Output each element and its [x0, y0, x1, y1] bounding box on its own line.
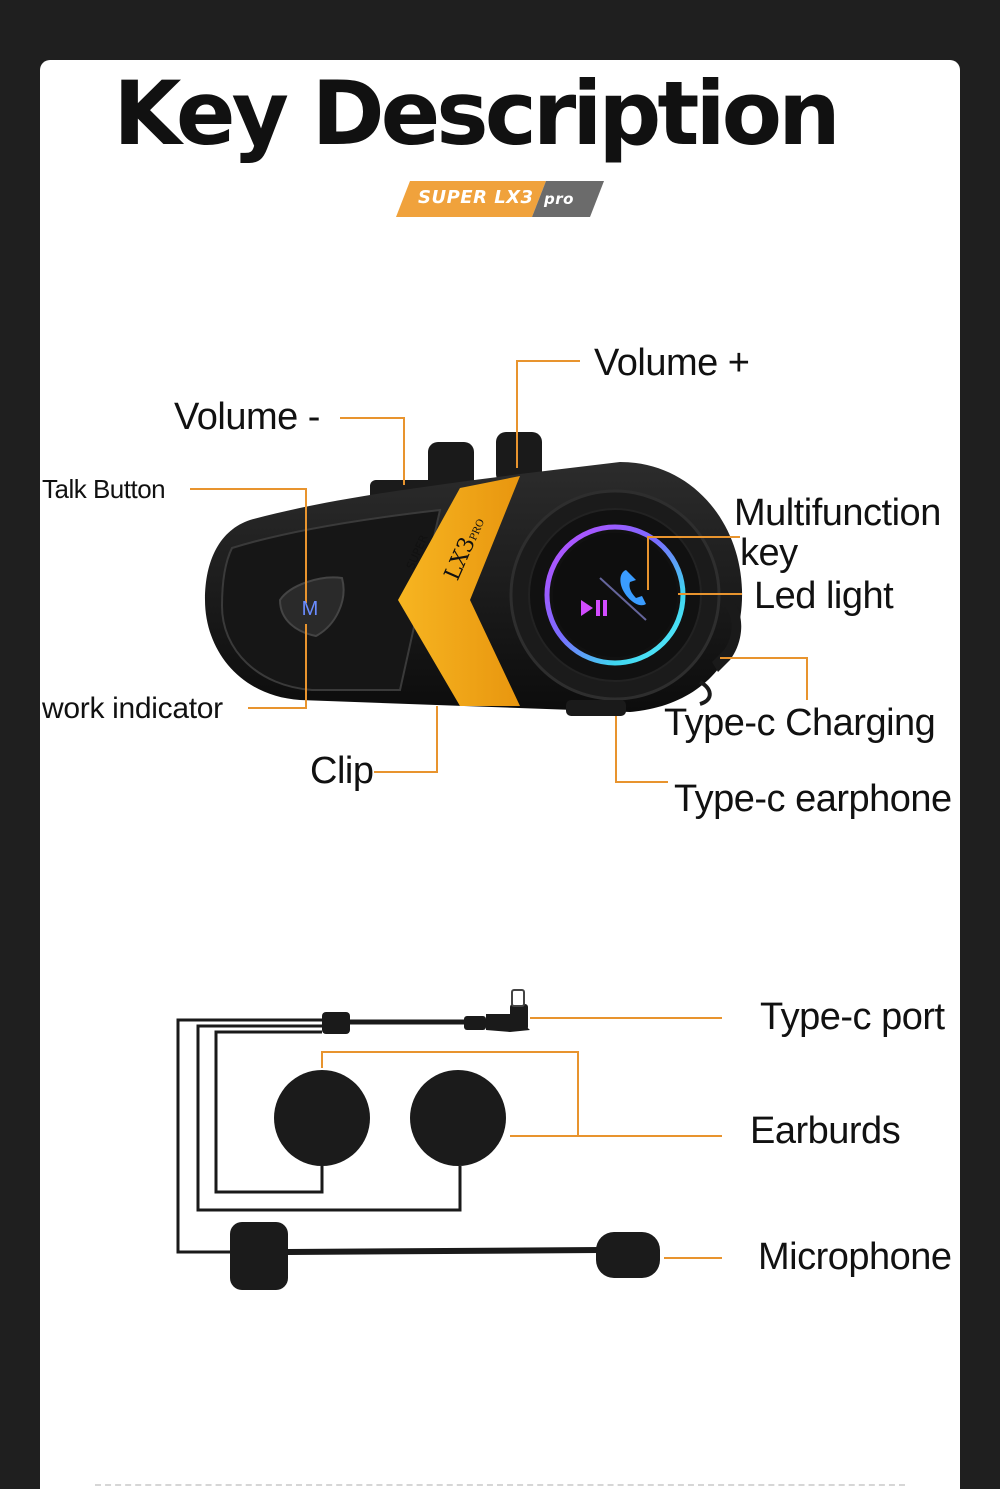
page-title: Key Description [113, 62, 841, 165]
label-work-indicator: work indicator [42, 692, 223, 725]
label-earbuds: Earburds [750, 1110, 901, 1152]
talk-button-letter: M [301, 598, 319, 620]
cable-right-earbud [196, 1024, 462, 1212]
headset-kit [176, 989, 660, 1290]
leader-talk-button [190, 488, 307, 603]
leader-volume-plus [516, 360, 580, 468]
mic-boom [287, 1247, 601, 1255]
phone-icon [620, 570, 646, 606]
label-talk-button: Talk Button [42, 474, 166, 504]
model-badge: SUPER LX3 pro [396, 181, 604, 217]
leader-work-indicator [248, 624, 307, 709]
leader-lines-bottom [321, 1017, 722, 1259]
bottom-divider [95, 1484, 905, 1486]
label-led-light: Led light [754, 575, 894, 617]
label-type-c-earphone: Type-c earphone [674, 778, 952, 820]
label-volume-minus: Volume - [174, 396, 320, 438]
play-icon [581, 600, 593, 616]
volume-minus-button [428, 442, 474, 490]
leader-type-c-charging [720, 657, 808, 700]
label-volume-plus: Volume + [594, 342, 750, 384]
label-multifunction-line1: Multifunction [734, 492, 941, 534]
leader-lines-top [190, 360, 808, 783]
yellow-stripe [398, 476, 520, 706]
mic-clip [230, 1222, 288, 1290]
leader-multifunction [647, 536, 740, 590]
label-type-c-port: Type-c port [760, 996, 945, 1038]
leader-type-c-earphone [615, 716, 668, 783]
label-clip: Clip [310, 750, 374, 792]
mic-foam [596, 1232, 660, 1278]
right-earbud [410, 1070, 506, 1166]
type-c-earphone-port [566, 700, 626, 716]
badge-text-suffix: pro [544, 190, 574, 208]
pause-icon [596, 600, 600, 616]
leader-volume-minus [340, 417, 405, 485]
label-multifunction-line2: key [740, 532, 798, 574]
cable-main [176, 1018, 322, 1254]
label-microphone: Microphone [758, 1236, 952, 1278]
badge-text-main: SUPER LX3 [418, 187, 534, 208]
left-earbud [274, 1070, 370, 1166]
leader-earbud-left [321, 1051, 579, 1136]
cable-left-earbud [214, 1030, 324, 1194]
volume-plus-button [496, 432, 542, 484]
label-type-c-charging: Type-c Charging [664, 702, 936, 744]
leader-clip [374, 706, 438, 773]
intercom-device [205, 432, 743, 716]
type-c-charging-port [712, 600, 742, 672]
